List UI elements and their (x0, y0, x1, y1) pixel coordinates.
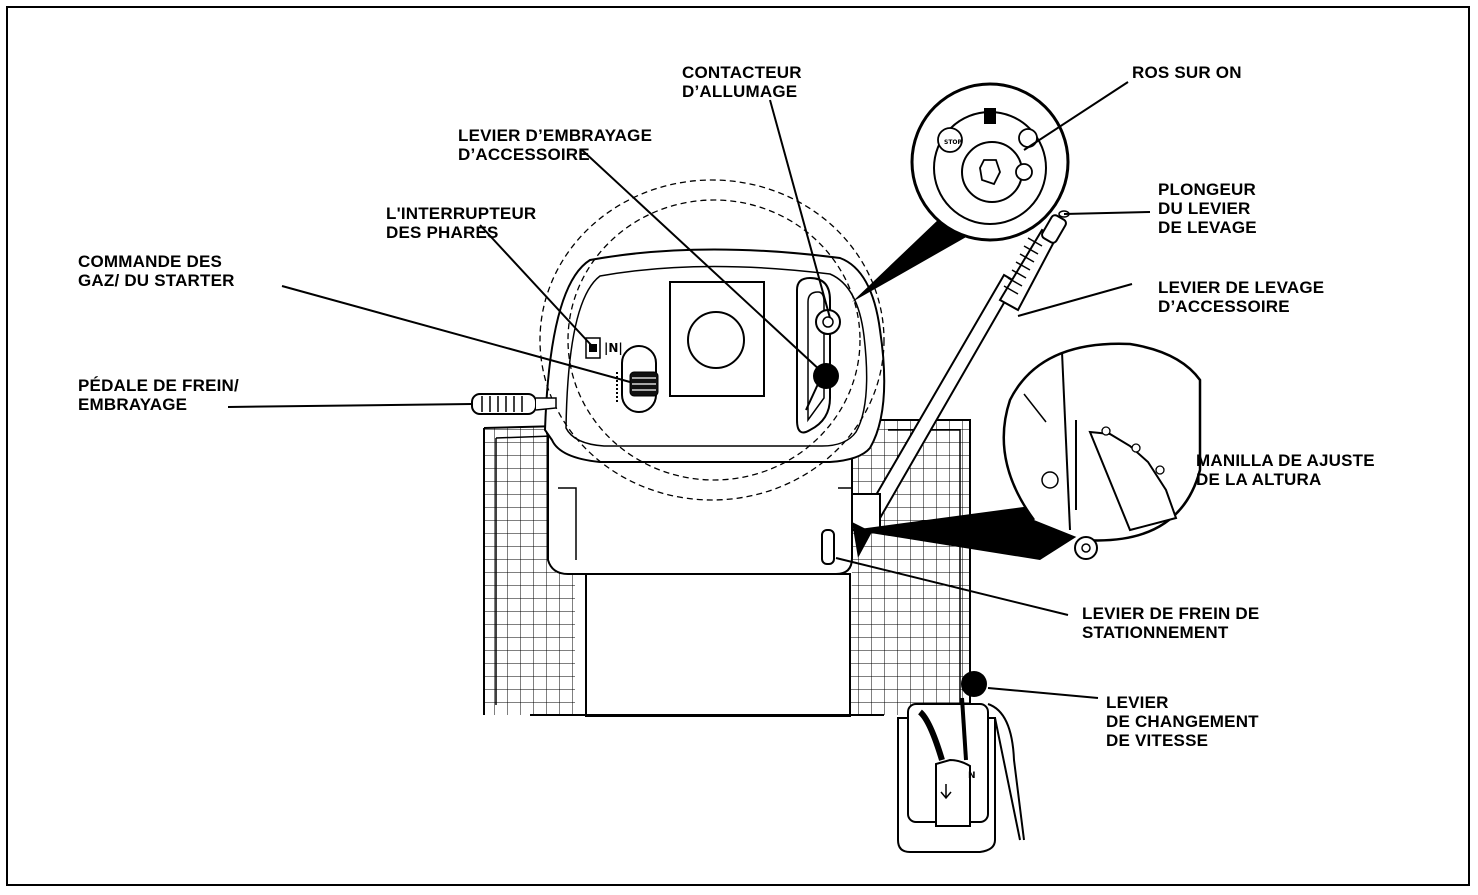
svg-text:|N|: |N| (604, 341, 623, 355)
dashed-reference-circles (539, 179, 885, 501)
neutral-symbol: N (968, 771, 976, 781)
throttle-control (616, 345, 659, 413)
ignition-detail: STOP (852, 82, 1070, 302)
brake-pedal (471, 393, 557, 415)
label-brake-pedal: PÉDALE DE FREIN/EMBRAYAGE (78, 376, 239, 414)
parking-brake-lever (821, 529, 835, 565)
center-panel (669, 281, 765, 397)
stop-symbol: STOP (944, 139, 963, 146)
leader-lines (227, 81, 1151, 699)
ignition-switch (815, 309, 841, 335)
label-ros-on: ROS SUR ON (1132, 63, 1242, 82)
gear-shift-console: N (897, 671, 1025, 853)
height-adjust-detail (1002, 342, 1202, 560)
lift-lever (856, 210, 1070, 534)
